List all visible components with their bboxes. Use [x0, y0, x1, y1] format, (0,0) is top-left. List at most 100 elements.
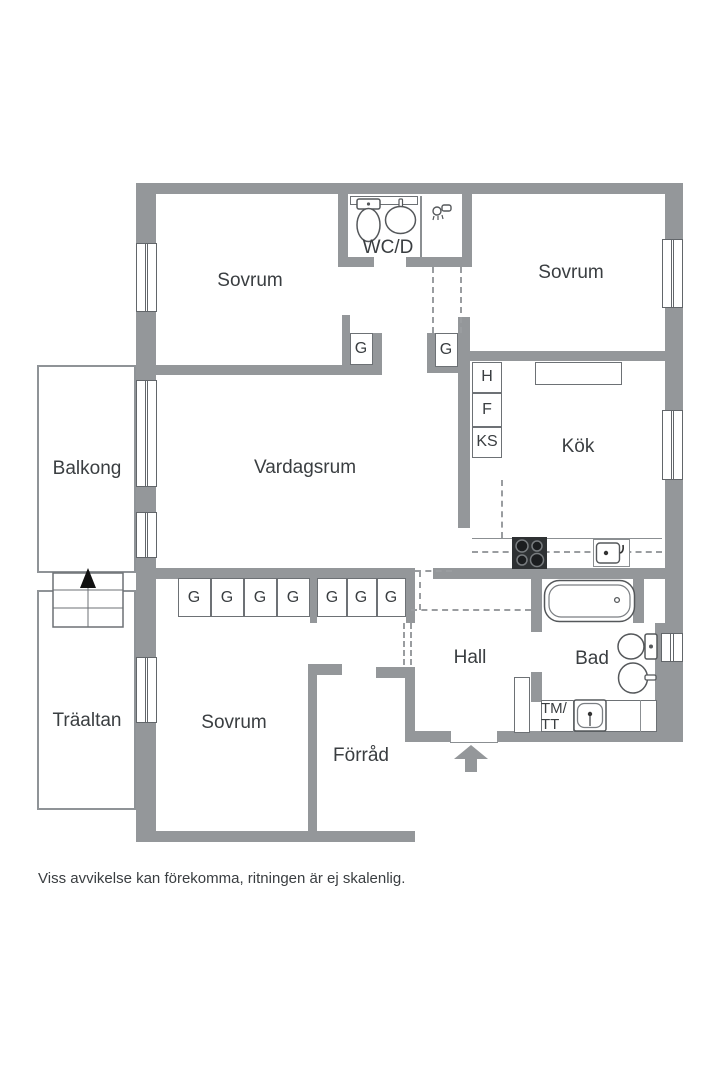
window-sovrum2 — [662, 239, 683, 308]
washing-machine-icon — [573, 699, 607, 732]
wall-tub-right — [633, 571, 644, 623]
wardrobe-label: G — [439, 341, 453, 358]
dashed-opening-kitchen — [501, 480, 503, 538]
wall-kitchen-left — [458, 317, 470, 528]
room-label-sovrum-2: Sovrum — [538, 262, 604, 283]
wall-sovrum1-bottom — [155, 365, 382, 375]
wardrobe-row-box — [317, 578, 347, 617]
window-sovrum1 — [136, 243, 157, 312]
wall-closet2-bottom — [427, 364, 458, 373]
wall-top — [136, 183, 683, 194]
wardrobe-box-1 — [350, 333, 373, 365]
wardrobe-row-box — [244, 578, 277, 617]
cabinet-f-box — [472, 393, 502, 427]
dashed-opening-hall-side — [419, 571, 421, 610]
wardrobe-box-2 — [435, 333, 458, 367]
cabinet-ks-box — [472, 427, 502, 458]
room-label-forrad: Förråd — [333, 745, 389, 766]
wall-wcd-left — [338, 194, 348, 257]
kitchen-counter-box — [535, 362, 622, 385]
wardrobe-label: G — [220, 589, 234, 606]
laundry-label-line1: TM/ — [541, 700, 567, 717]
wardrobe-label: G — [253, 589, 267, 606]
window-sovrum3 — [136, 657, 157, 723]
wall-bottom-left-section — [136, 831, 415, 842]
dashed-opening-hall-top — [415, 570, 452, 572]
entrance-arrow-icon — [454, 745, 488, 772]
wall-closet2-left — [427, 333, 435, 372]
laundry-counter-divider-2 — [640, 700, 641, 732]
wall-closet1-stub — [342, 315, 350, 367]
wall-kitchen-bottom — [433, 568, 667, 579]
laundry-label-line2: TT — [541, 716, 560, 733]
wardrobe-label: G — [286, 589, 300, 606]
wall-closetrow-divider — [310, 578, 317, 623]
wall-bath-left-upper — [531, 578, 542, 632]
counter-edge-line — [472, 538, 662, 539]
wall-sovrum2-left — [462, 194, 472, 260]
wall-bottom-hall-right — [497, 731, 683, 742]
wardrobe-label: G — [384, 589, 398, 606]
wardrobe-label: G — [354, 589, 368, 606]
disclaimer-caption: Viss avvikelse kan förekomma, ritningen … — [38, 870, 406, 887]
wardrobe-row-box — [277, 578, 310, 617]
wardrobe-label: G — [325, 589, 339, 606]
dashed-opening-hall-wide — [411, 609, 531, 611]
wall-storage-right — [405, 667, 415, 737]
dashed-counter-line — [472, 551, 662, 553]
wall-storage-left — [308, 664, 317, 832]
room-label-sovrum-1: Sovrum — [217, 270, 283, 291]
dashed-opening-center-right — [460, 267, 462, 333]
wall-storage-top-right — [376, 667, 405, 678]
dashed-opening-center-left — [432, 267, 434, 333]
balcony-outline — [37, 365, 136, 573]
cabinet-label-f: F — [482, 401, 492, 418]
balcony-door — [136, 380, 157, 487]
window-bath — [661, 633, 683, 662]
stove-icon — [512, 537, 547, 569]
stairs-icon — [52, 568, 124, 628]
shower-icon — [432, 204, 452, 221]
wardrobe-row-box — [211, 578, 244, 617]
wcd-vanity-box — [350, 196, 418, 205]
dashed-opening-hall-left-a — [403, 623, 405, 665]
shower-partition — [420, 196, 422, 257]
wall-wcd-bottom-right — [406, 257, 472, 267]
balcony-side-window — [136, 512, 157, 558]
wardrobe-row-box — [347, 578, 377, 617]
cabinet-label-ks: KS — [476, 433, 498, 450]
wardrobe-label: G — [187, 589, 201, 606]
cabinet-label-h: H — [481, 368, 493, 385]
wall-storage-top-left — [308, 664, 342, 675]
wardrobe-row-box — [178, 578, 211, 617]
wall-bath-left-lower — [531, 672, 542, 702]
wall-kitchen-top — [458, 351, 667, 361]
wall-bottom-hall-left — [405, 731, 451, 742]
dashed-opening-hall-left-b — [410, 623, 412, 665]
toilet-icon — [617, 633, 658, 660]
laundry-label: TM/ TT — [541, 701, 567, 733]
hall-cabinet-box — [514, 677, 530, 733]
room-label-traaltan: Träaltan — [52, 710, 122, 731]
bathroom-sink-icon — [617, 662, 657, 694]
room-label-sovrum-3: Sovrum — [201, 712, 267, 733]
room-label-vardagsrum: Vardagsrum — [253, 457, 357, 478]
toilet-icon — [356, 198, 381, 243]
entrance-threshold — [450, 742, 498, 743]
kitchen-sink-icon — [593, 539, 630, 567]
cabinet-h-box — [472, 362, 502, 393]
wardrobe-label: G — [354, 340, 368, 357]
wall-closetrow-right — [406, 568, 415, 623]
wall-livingroom-bottom — [136, 568, 406, 579]
bathroom-sink-icon — [384, 198, 417, 235]
wall-closet1-right — [373, 333, 382, 367]
window-kitchen — [662, 410, 683, 480]
room-label-kok: Kök — [561, 436, 595, 457]
wardrobe-row-box — [377, 578, 406, 617]
room-label-balkong: Balkong — [52, 458, 122, 479]
bathtub-icon — [543, 579, 636, 623]
room-label-hall: Hall — [453, 647, 487, 668]
wall-wcd-bottom-left — [338, 257, 374, 267]
room-label-bad: Bad — [575, 648, 609, 669]
